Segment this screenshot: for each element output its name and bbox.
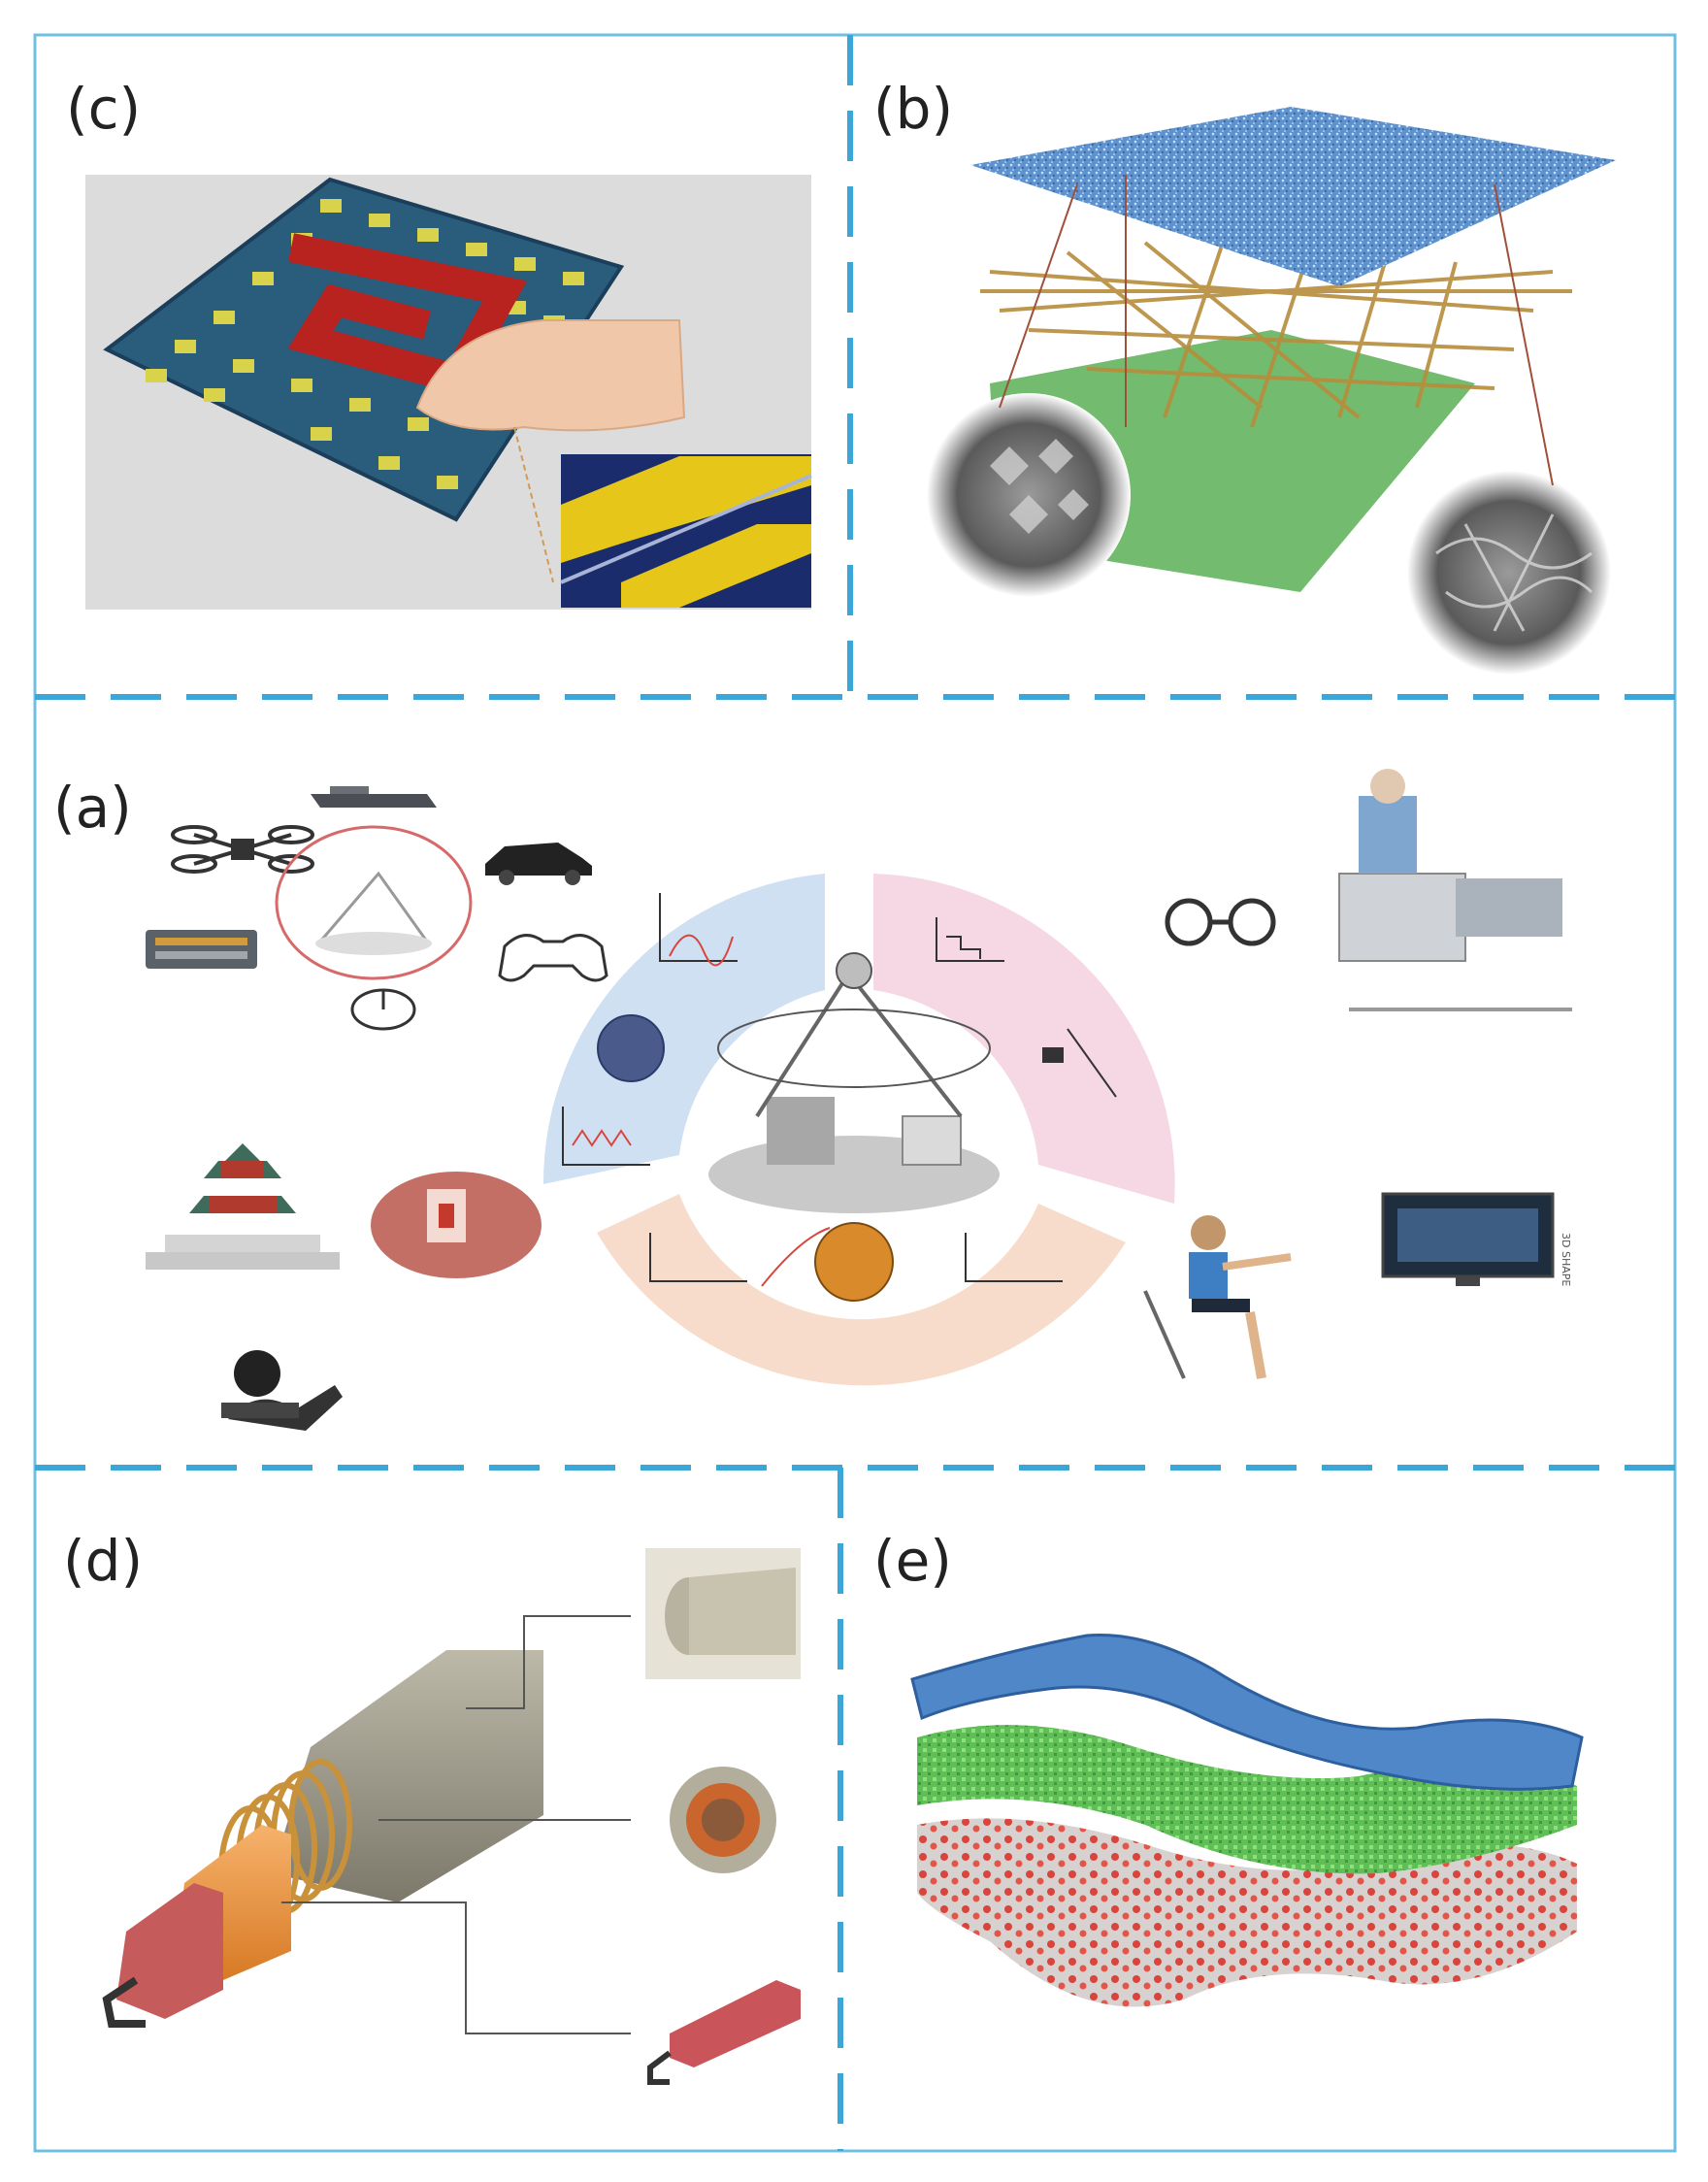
sem-image-right	[1407, 471, 1611, 675]
zoom-inset	[560, 454, 812, 608]
rehab-person-icon	[1143, 1215, 1292, 1379]
mouse-icon	[350, 988, 416, 1031]
fiber-network-layer	[980, 241, 1572, 428]
inset-core-layer	[670, 1980, 801, 2067]
gamepad-icon	[498, 934, 608, 982]
drone-icon	[171, 825, 314, 874]
panel-e-label: (e)	[873, 1528, 952, 1594]
keyboard-icon	[146, 930, 257, 969]
surgeon-console-icon	[1338, 769, 1572, 1011]
outer-frame	[33, 33, 1677, 2153]
panel-b-label: (b)	[873, 76, 953, 142]
panel-dividers	[35, 35, 1675, 2151]
wedge-pink	[873, 874, 1175, 1204]
panel-d-label: (d)	[63, 1528, 143, 1594]
finger-illustration	[415, 319, 686, 432]
wedge-blue-plots	[562, 893, 738, 1166]
monitor-icon: 3D SHAPE	[1381, 1192, 1572, 1286]
wedge-pink-plots	[936, 917, 1117, 1098]
panel-e: (e)	[873, 1528, 1584, 2007]
panel-d: (d)	[63, 1528, 801, 2085]
monitor-axis-text: 3D SHAPE	[1560, 1233, 1572, 1286]
person-waving-icon	[221, 1350, 343, 1431]
red-core	[116, 1883, 223, 2019]
wedge-blue	[542, 874, 825, 1184]
serpentine-electrode	[287, 233, 528, 396]
blue-top-film	[970, 107, 1616, 286]
blue-top-film-wave	[910, 1633, 1584, 1791]
panel-c: (c)	[66, 76, 812, 610]
green-mesh-layer	[917, 1725, 1577, 1874]
hook-tip	[102, 1976, 146, 2028]
robot-circle-icon	[275, 825, 473, 980]
car-icon	[485, 843, 592, 885]
ship-icon	[311, 786, 437, 808]
panel-a-label: (a)	[53, 775, 132, 841]
temple-icon	[146, 1143, 340, 1270]
panel-a: (a)	[53, 769, 1572, 1431]
panel-c-label: (c)	[66, 76, 141, 142]
surgical-tool-icon	[1165, 898, 1276, 946]
wedge-peach	[597, 1194, 1126, 1386]
central-device	[708, 952, 1000, 1213]
panel-b: (b)	[873, 76, 1616, 675]
museum-icon	[371, 1172, 542, 1278]
outer-sheath-tube	[272, 1650, 543, 1902]
wedge-peach-plots	[649, 1222, 1063, 1302]
